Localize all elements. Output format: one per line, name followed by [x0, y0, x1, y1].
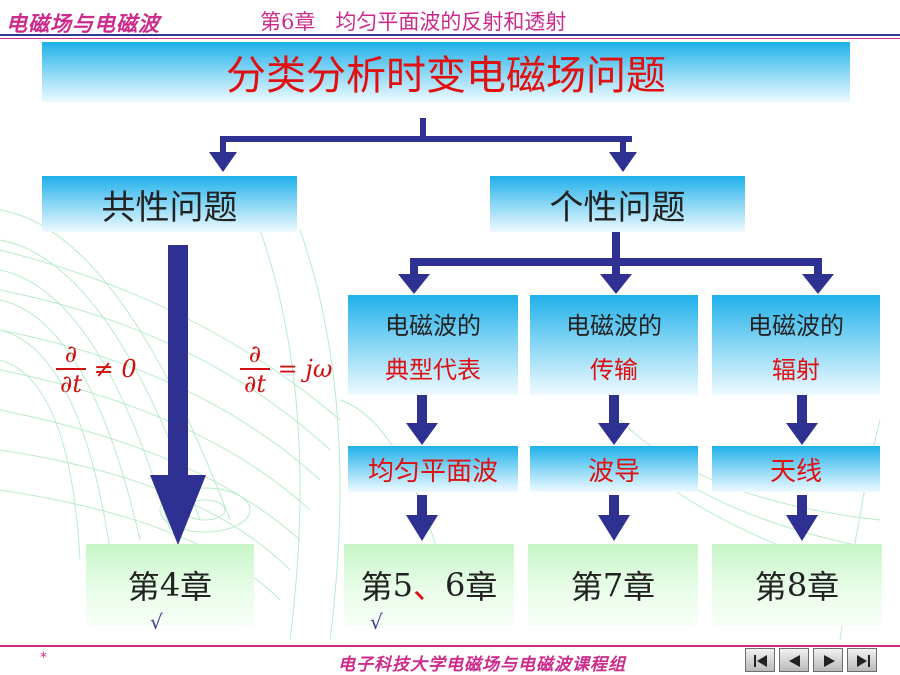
chapter-separator: 、 — [412, 568, 445, 606]
flow-arrows — [150, 118, 834, 545]
chapter-heading: 第6章 均匀平面波的反射和透射 — [260, 6, 566, 36]
subtopic-label: 波导 — [587, 456, 640, 487]
chapter-suffix: 章 — [807, 568, 840, 606]
subtopic-plane-wave: 均匀平面波 — [348, 446, 518, 492]
chapter-suffix: 章 — [294, 10, 316, 34]
category-line1: 电磁波的 — [566, 311, 662, 340]
chapter-prefix: 第 — [360, 568, 393, 606]
diagram-title: 分类分析时变电磁场问题 — [42, 42, 850, 102]
chapter-number: 5 — [392, 566, 413, 604]
formula-jomega: ∂∂t = jω — [240, 340, 332, 398]
checkmark-chapter-4: √ — [150, 610, 163, 634]
prev-icon[interactable] — [779, 648, 809, 672]
formula-rhs: ≠ 0 — [93, 355, 137, 383]
next-icon[interactable] — [813, 648, 843, 672]
footer-credit: 电子科技大学电磁场与电磁波课程组 — [338, 655, 626, 675]
specific-problems-box: 个性问题 — [490, 176, 745, 232]
chapter-prefix: 第 — [260, 10, 281, 34]
chapter-number: 4 — [159, 566, 181, 604]
chapter-suffix: 章 — [623, 568, 656, 606]
category-line2: 辐射 — [772, 355, 820, 384]
formula-denominator: ∂t — [59, 370, 83, 398]
formula-numerator: ∂ — [248, 340, 262, 368]
category-line1: 电磁波的 — [385, 311, 481, 340]
common-problems-label: 共性问题 — [101, 187, 238, 228]
formula-nonzero: ∂∂t ≠ 0 — [56, 340, 137, 398]
specific-problems-label: 个性问题 — [549, 187, 686, 228]
header-divider-accent — [0, 38, 900, 39]
first-icon[interactable] — [745, 648, 775, 672]
chapter-number-2: 6 — [445, 566, 466, 604]
category-line2: 典型代表 — [385, 355, 481, 384]
category-line2: 传输 — [590, 355, 638, 384]
chapter-number: 6 — [281, 10, 295, 34]
category-radiation: 电磁波的 辐射 — [712, 295, 880, 395]
diagram-title-text: 分类分析时变电磁场问题 — [226, 53, 666, 99]
chapter-prefix: 第 — [127, 568, 160, 606]
chapter-number: 8 — [786, 566, 808, 604]
course-name: 电磁场与电磁波 — [6, 11, 160, 36]
formula-rhs: = jω — [277, 355, 333, 383]
category-typical: 电磁波的 典型代表 — [348, 295, 518, 395]
chapter-number: 7 — [602, 566, 624, 604]
category-transmission: 电磁波的 传输 — [530, 295, 698, 395]
footer-divider — [0, 645, 900, 647]
chapter-title: 均匀平面波的反射和透射 — [335, 10, 567, 34]
common-problems-box: 共性问题 — [42, 176, 297, 232]
subtopic-label: 均匀平面波 — [367, 456, 498, 487]
chapter-prefix: 第 — [754, 568, 787, 606]
category-line1: 电磁波的 — [748, 311, 844, 340]
last-icon[interactable] — [847, 648, 877, 672]
formula-denominator: ∂t — [243, 370, 267, 398]
subtopic-antenna: 天线 — [712, 446, 880, 492]
chapter-prefix: 第 — [570, 568, 603, 606]
formula-numerator: ∂ — [64, 340, 78, 368]
subtopic-waveguide: 波导 — [530, 446, 698, 492]
checkmark-chapter-5: √ — [370, 610, 383, 634]
chapter-suffix: 章 — [465, 568, 498, 606]
header-divider — [0, 34, 900, 36]
chapter-suffix: 章 — [180, 568, 213, 606]
footer-star: * — [40, 650, 47, 666]
subtopic-label: 天线 — [769, 456, 822, 487]
